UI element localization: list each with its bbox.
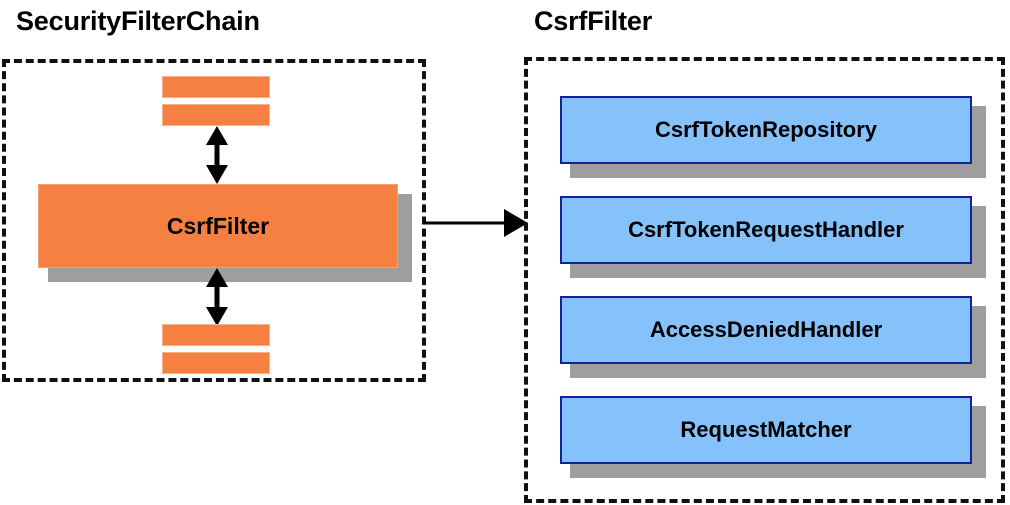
node-csrf-filter[interactable]: CsrfFilter: [38, 184, 412, 282]
chain-link-upper-arrow: [206, 126, 228, 184]
node-request-matcher[interactable]: RequestMatcher: [560, 396, 986, 478]
panel-title-csrf-filter: CsrfFilter: [534, 6, 653, 36]
node-request-matcher-label: RequestMatcher: [560, 396, 972, 464]
panel-title-security-filter-chain: SecurityFilterChain: [16, 6, 260, 36]
node-csrf-token-request-handler-label: CsrfTokenRequestHandler: [560, 196, 972, 264]
filter-bar-top-2: [162, 104, 270, 126]
node-access-denied-handler[interactable]: AccessDeniedHandler: [560, 296, 986, 378]
node-access-denied-handler-label: AccessDeniedHandler: [560, 296, 972, 364]
panel-security-filter-chain: [2, 59, 426, 382]
filter-bar-bottom-2: [162, 352, 270, 374]
node-csrf-token-repository[interactable]: CsrfTokenRepository: [560, 96, 986, 178]
chain-link-lower-arrow: [206, 268, 228, 326]
filter-bar-top-1: [162, 76, 270, 98]
panel-csrf-filter-detail: [524, 57, 1005, 503]
filter-bar-bottom-1: [162, 324, 270, 346]
node-csrf-token-repository-label: CsrfTokenRepository: [560, 96, 972, 164]
expansion-arrow: [424, 209, 528, 237]
node-csrf-filter-label: CsrfFilter: [38, 184, 398, 268]
node-csrf-token-request-handler[interactable]: CsrfTokenRequestHandler: [560, 196, 986, 278]
